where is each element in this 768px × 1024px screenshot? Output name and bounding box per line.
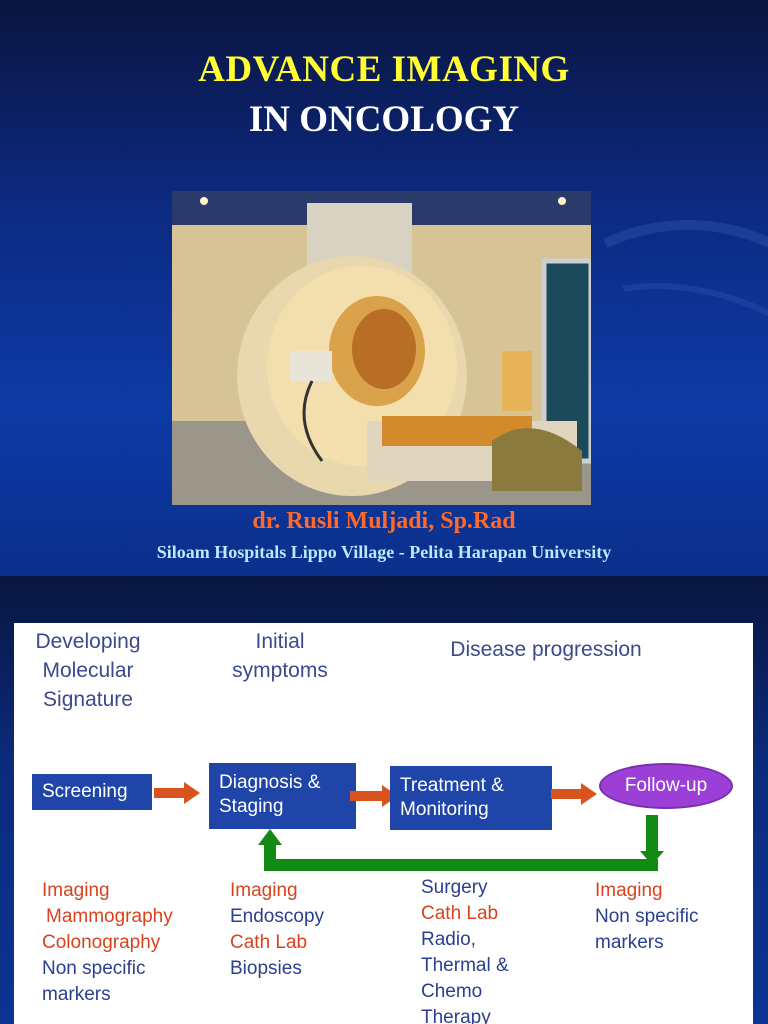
slide-title: ADVANCE IMAGING — [198, 49, 570, 90]
list-item: Chemo — [421, 981, 483, 1002]
header-line: Signature — [43, 688, 133, 711]
list-item: markers — [595, 932, 664, 953]
arrow-right-icon — [154, 782, 200, 804]
affiliation: Siloam Hospitals Lippo Village - Pelita … — [156, 542, 612, 562]
feedback-arrow-horizontal — [264, 859, 658, 871]
header-line: Molecular — [42, 659, 134, 682]
list-item: Imaging — [230, 880, 298, 901]
arrow-right-icon — [551, 783, 597, 805]
follow-up-oval: Follow-up — [599, 763, 733, 809]
list-item: Colonography — [42, 932, 161, 953]
box-line: Staging — [219, 796, 284, 817]
list-item: Cath Lab — [421, 903, 499, 924]
feedback-arrow-down — [646, 815, 658, 855]
header-line: symptoms — [232, 659, 328, 682]
feedback-arrow-up — [264, 845, 276, 871]
list-item: Imaging — [42, 880, 110, 901]
slide-subtitle: IN ONCOLOGY — [248, 99, 520, 140]
list-item: Endoscopy — [230, 906, 325, 927]
header-line: Developing — [35, 630, 141, 653]
screening-box: Screening — [32, 774, 152, 810]
box-line: Diagnosis & — [219, 772, 321, 793]
arrow-up-icon — [258, 829, 282, 845]
list-item: Surgery — [421, 877, 488, 898]
list-item: Mammography — [46, 906, 173, 927]
arrow-right-icon — [350, 785, 398, 807]
author-name: dr. Rusli Muljadi, Sp.Rad — [252, 508, 516, 534]
workflow-diagram: Developing Molecular Signature Initial s… — [14, 623, 753, 1024]
list-item: markers — [42, 984, 111, 1005]
list-diagnosis: Imaging Endoscopy Cath Lab Biopsies — [230, 878, 324, 982]
header-developing-molecular-signature: Developing Molecular Signature — [22, 627, 154, 714]
list-item: Biopsies — [230, 958, 302, 979]
list-item: Imaging — [595, 880, 663, 901]
header-line: Initial — [255, 630, 305, 653]
diagnosis-staging-box: Diagnosis & Staging — [209, 763, 356, 829]
mri-scanner-illustration — [172, 191, 591, 505]
list-item: Cath Lab — [230, 932, 308, 953]
box-line: Monitoring — [400, 799, 489, 820]
list-screening: Imaging Mammography Colonography Non spe… — [42, 878, 173, 1008]
box-line: Treatment & — [400, 775, 504, 796]
header-initial-symptoms: Initial symptoms — [210, 627, 350, 685]
list-item: Thermal & — [421, 955, 509, 976]
title-slide: ADVANCE IMAGING IN ONCOLOGY dr. Rusli Mu… — [0, 0, 768, 576]
list-follow-up: Imaging Non specific markers — [595, 878, 699, 956]
treatment-monitoring-box: Treatment & Monitoring — [390, 766, 552, 830]
list-item: Non specific — [42, 958, 146, 979]
list-item: Non specific — [595, 906, 699, 927]
header-disease-progression: Disease progression — [450, 638, 642, 661]
list-treatment: Surgery Cath Lab Radio, Thermal & Chemo … — [421, 875, 509, 1024]
list-item: Therapy — [421, 1007, 491, 1024]
workflow-slide: Developing Molecular Signature Initial s… — [0, 576, 768, 1024]
mri-scanner-photo — [172, 191, 591, 505]
list-item: Radio, — [421, 929, 476, 950]
